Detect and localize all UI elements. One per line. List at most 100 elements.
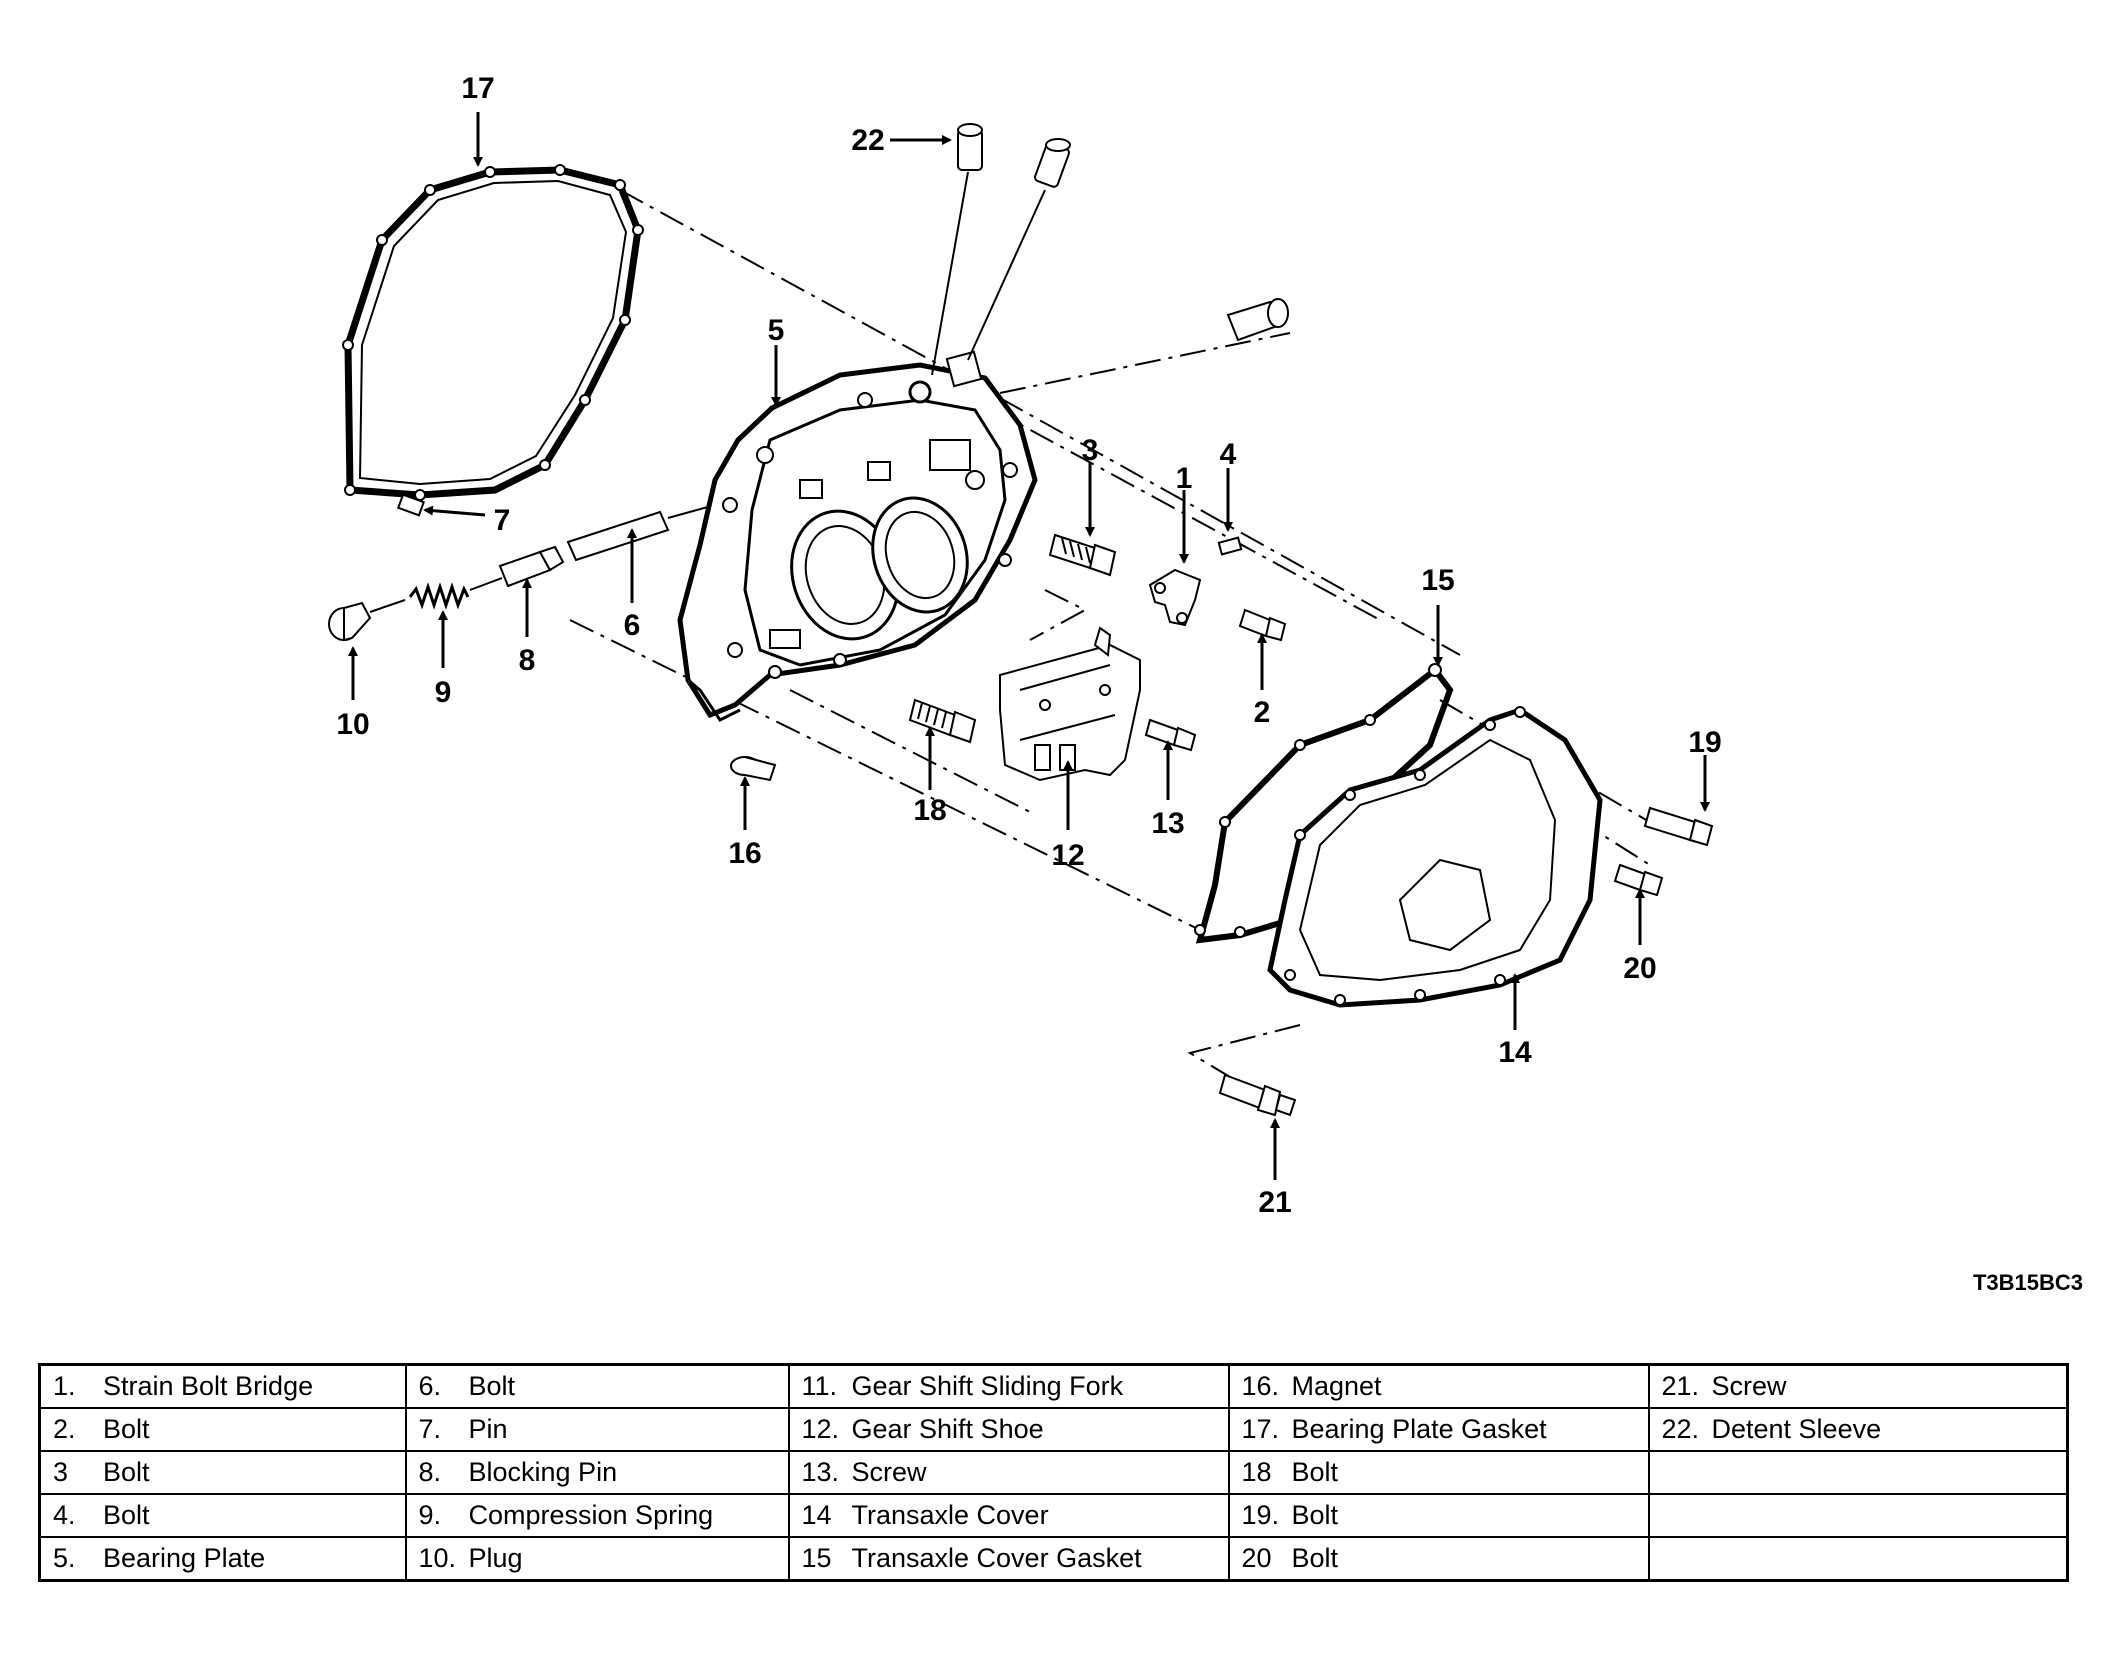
legend-label: Strain Bolt Bridge — [103, 1371, 314, 1401]
legend-cell: 1. Strain Bolt Bridge — [38, 1363, 407, 1409]
legend-number: 12. — [801, 1414, 840, 1444]
legend-cell: 8. Blocking Pin — [404, 1450, 790, 1495]
callout-15: 15 — [1421, 564, 1454, 597]
bolt-6-part — [566, 504, 716, 562]
legend-cell: 12. Gear Shift Shoe — [787, 1407, 1230, 1452]
callout-19: 19 — [1688, 726, 1721, 759]
screw-13-part — [1144, 718, 1197, 752]
legend-label: Screw — [1711, 1371, 1787, 1401]
legend-number: 5. — [53, 1543, 76, 1573]
legend-cell — [1647, 1493, 2069, 1538]
callout-1: 1 — [1176, 462, 1193, 495]
legend-label: Blocking Pin — [468, 1457, 618, 1487]
legend-number: 2. — [53, 1414, 76, 1444]
legend-cell: 16. Magnet — [1227, 1363, 1650, 1409]
legend-cell: 5. Bearing Plate — [38, 1536, 407, 1582]
legend-label: Bolt — [103, 1457, 150, 1487]
legend-cell: 3 Bolt — [38, 1450, 407, 1495]
callout-21: 21 — [1258, 1186, 1291, 1219]
magnet-part — [730, 756, 777, 782]
callout-5: 5 — [768, 314, 785, 347]
bolt-18-part — [908, 698, 977, 744]
exploded-view-diagram: 1 2 3 4 5 6 7 8 9 10 12 13 14 15 16 17 1… — [328, 72, 1722, 1219]
legend-label: Gear Shift Sliding Fork — [851, 1371, 1124, 1401]
legend-label: Plug — [468, 1543, 523, 1573]
bolt-3-part — [1048, 533, 1117, 577]
detent-sleeve-part — [931, 123, 1289, 376]
legend-number: 6. — [418, 1371, 442, 1401]
callout-labels: 1 2 3 4 5 6 7 8 9 10 12 13 14 15 16 17 1… — [336, 72, 1721, 1219]
parts-legend-table: 1. Strain Bolt Bridge 6. Bolt 11. Gear Shif… — [38, 1363, 2069, 1582]
legend-number: 19. — [1241, 1500, 1280, 1530]
legend-cell: 19. Bolt — [1227, 1493, 1650, 1538]
legend-label: Bolt — [103, 1500, 150, 1530]
legend-number: 14 — [801, 1500, 832, 1530]
legend-label: Detent Sleeve — [1711, 1414, 1882, 1444]
legend-label: Magnet — [1291, 1371, 1382, 1401]
legend-cell — [1647, 1450, 2069, 1495]
legend-cell: 11. Gear Shift Sliding Fork — [787, 1363, 1230, 1409]
legend-cell: 10. Plug — [404, 1536, 790, 1582]
legend-cell: 13.Screw — [787, 1450, 1230, 1495]
callout-10: 10 — [336, 708, 369, 741]
compression-spring-part — [408, 577, 503, 610]
bearing-plate-gasket-part — [342, 164, 644, 501]
legend-label: Bolt — [103, 1414, 150, 1444]
callout-4: 4 — [1220, 438, 1237, 471]
legend-number: 16. — [1241, 1371, 1280, 1401]
legend-row: 2. Bolt 7.Pin 12. Gear Shift Shoe 17. Beari… — [38, 1407, 2069, 1452]
legend-row: 1. Strain Bolt Bridge 6. Bolt 11. Gear Shif… — [38, 1363, 2069, 1409]
legend-label: Gear Shift Shoe — [851, 1414, 1044, 1444]
legend-number: 1. — [53, 1371, 76, 1401]
callout-3: 3 — [1082, 434, 1099, 467]
legend-number: 9. — [418, 1500, 442, 1530]
legend-row: 3 Bolt 8. Blocking Pin 13.Screw 18 Bolt — [38, 1450, 2069, 1495]
legend-number: 10. — [418, 1543, 457, 1573]
blocking-pin-part — [498, 545, 565, 588]
legend-label: Bolt — [1291, 1500, 1339, 1530]
legend-cell: 2. Bolt — [38, 1407, 407, 1452]
strain-bolt-bridge-part — [1148, 536, 1243, 627]
legend-label: Bearing Plate — [103, 1543, 266, 1573]
legend-row: 4.Bolt 9. Compression Spring 14 Transaxle … — [38, 1493, 2069, 1538]
callout-16: 16 — [728, 837, 761, 870]
legend-number: 22. — [1661, 1414, 1700, 1444]
transaxle-cover-part — [1267, 706, 1603, 1008]
legend-cell: 22. Detent Sleeve — [1647, 1407, 2069, 1452]
legend-cell: 18 Bolt — [1227, 1450, 1650, 1495]
leader-arrows — [348, 112, 1710, 1180]
legend-number: 13. — [801, 1457, 840, 1487]
legend-label: Transaxle Cover — [851, 1500, 1049, 1530]
legend-label: Bearing Plate Gasket — [1291, 1414, 1547, 1444]
callout-8: 8 — [519, 644, 536, 677]
bearing-plate-part — [677, 350, 1038, 722]
legend-cell: 21.Screw — [1647, 1363, 2069, 1409]
legend-number: 8. — [418, 1457, 442, 1487]
legend-number: 11. — [801, 1371, 838, 1401]
callout-17: 17 — [461, 72, 494, 105]
legend-label: Bolt — [1291, 1457, 1339, 1487]
legend-label: Compression Spring — [468, 1500, 714, 1530]
legend-cell: 4.Bolt — [38, 1493, 407, 1538]
legend-label: Bolt — [468, 1371, 516, 1401]
legend-number: 3 — [53, 1457, 69, 1487]
legend-number: 20 — [1241, 1543, 1272, 1573]
legend-cell — [1647, 1536, 2069, 1582]
legend-number: 17. — [1241, 1414, 1280, 1444]
callout-18: 18 — [913, 794, 946, 827]
callout-9: 9 — [435, 676, 452, 709]
legend-cell: 7.Pin — [404, 1407, 790, 1452]
legend-number: 18 — [1241, 1457, 1272, 1487]
legend-cell: 20 Bolt — [1227, 1536, 1650, 1582]
bolt-2-part — [1238, 608, 1287, 642]
plug-part — [328, 599, 406, 642]
legend-cell: 6. Bolt — [404, 1363, 790, 1409]
legend-cell: 17. Bearing Plate Gasket — [1227, 1407, 1650, 1452]
pin-part — [396, 493, 426, 517]
callout-6: 6 — [624, 609, 641, 642]
callout-14: 14 — [1498, 1036, 1532, 1069]
legend-label: Bolt — [1291, 1543, 1339, 1573]
legend-number: 7. — [418, 1414, 442, 1444]
